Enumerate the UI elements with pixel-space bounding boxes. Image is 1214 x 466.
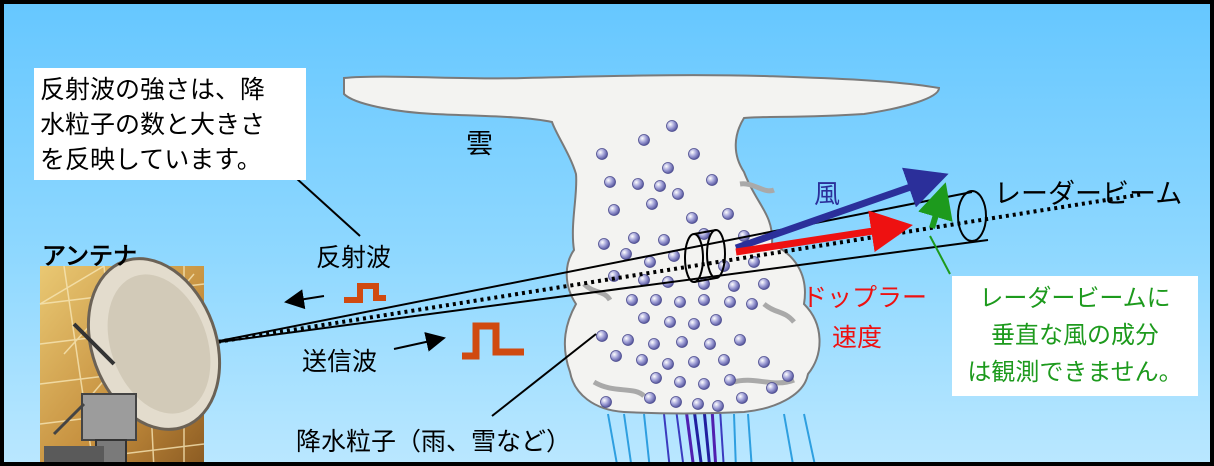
precipitation-particle [654,180,666,192]
reflection-note-box: 反射波の強さは、降 水粒子の数と大きさ を反映しています。 [34,68,306,180]
precipitation-particle [670,396,682,408]
precipitation-particle [724,296,736,308]
precipitation-particle [596,148,608,160]
precipitation-particle [734,334,746,346]
precipitation-particle [662,358,674,370]
precipitation-particle [688,356,700,368]
precipitation-particle [666,120,678,132]
precipitation-particle [766,382,778,394]
precipitation-particle [650,294,662,306]
reflected-pulse-icon [344,283,386,303]
precipitation-particle [704,338,716,350]
reflected-wave-label: 反射波 [316,243,392,272]
precipitation-particle [710,314,722,326]
reflection-note-line-3: を反映しています。 [40,145,262,174]
reflected-wave-arrow [284,289,325,310]
transmitted-wave-arrow [393,332,446,352]
precipitation-particles-label: 降水粒子（雨、雪など） [296,427,572,456]
precipitation-particle [658,234,670,246]
precipitation-particle [736,392,748,404]
precipitation-particle [650,372,662,384]
precipitation-particle [688,148,700,160]
wind-vector-arrow [734,167,949,252]
precipitation-particle [644,392,656,404]
radar-beam-label: レーダービーム [994,179,1183,210]
reflection-note-line-2: 水粒子の数と大きさ [40,110,266,139]
perpendicular-note-line-1: レーダービームに [979,284,1171,312]
perpendicular-leader-line [929,235,951,275]
scene-graphics [39,74,1145,462]
precipitation-particle [604,176,616,188]
wind-label: 風 [814,180,841,210]
precipitation-particle [632,178,644,190]
perpendicular-component-note: レーダービームに 垂直な風の成分 は観測できません。 [952,276,1198,396]
precipitation-particle [610,350,622,362]
precipitation-particle [672,188,684,200]
precipitation-particle-group [596,120,794,412]
precipitation-particle [600,396,612,408]
precipitation-particle [596,330,608,342]
precipitation-particle [674,296,686,308]
precipitation-particle [758,278,770,290]
precipitation-particle [718,354,730,366]
precipitation-particle [724,374,736,386]
precipitation-particle [646,198,658,210]
precipitation-particle [698,294,710,306]
precipitation-particle [662,162,674,174]
transmitted-pulse-icon [462,322,524,360]
precipitation-particle [608,204,620,216]
rain-streaks [607,408,816,462]
precipitation-particle [664,316,676,328]
precipitation-particle [686,212,698,224]
doppler-velocity-label-line-1: ドップラー [802,283,928,312]
precipitation-particle [748,256,760,268]
precipitation-particle [688,318,700,330]
precipitation-particle [712,400,724,412]
doppler-velocity-arrow [735,210,913,256]
particle-leader-line [491,333,597,417]
precipitation-particle [644,256,656,268]
precipitation-particle [626,294,638,306]
note-leader-line [295,177,361,237]
precipitation-particle [758,356,770,368]
precipitation-particle [728,280,740,292]
precipitation-particle [722,208,734,220]
precipitation-particle [782,370,794,382]
precipitation-particle [698,378,710,390]
precipitation-particle [636,354,648,366]
precipitation-particle [698,228,710,240]
cloud-label: 雲 [466,129,493,160]
precipitation-particle [638,134,650,146]
precipitation-particle [628,232,640,244]
precipitation-particle [648,338,660,350]
precipitation-particle [622,334,634,346]
precipitation-particle [674,376,686,388]
perpendicular-note-line-2: 垂直な風の成分 [991,321,1159,349]
perpendicular-note-line-3: は観測できません。 [967,358,1183,386]
transmitted-wave-label: 送信波 [302,347,378,376]
precipitation-particle [598,238,610,250]
precipitation-particle [620,248,632,260]
cloud-icon [343,74,941,415]
radar-beam [203,190,1145,346]
antenna-label: アンテナ [42,242,138,270]
precipitation-particle [706,174,718,186]
precipitation-particle [692,398,704,410]
doppler-velocity-label-line-2: 速度 [832,323,883,352]
perpendicular-component-arrow [918,182,953,229]
reflection-note-line-1: 反射波の強さは、降 [40,75,266,104]
radar-dish-photo-icon [39,257,222,462]
precipitation-particle [676,336,688,348]
precipitation-particle [746,298,758,310]
precipitation-particle [638,312,650,324]
